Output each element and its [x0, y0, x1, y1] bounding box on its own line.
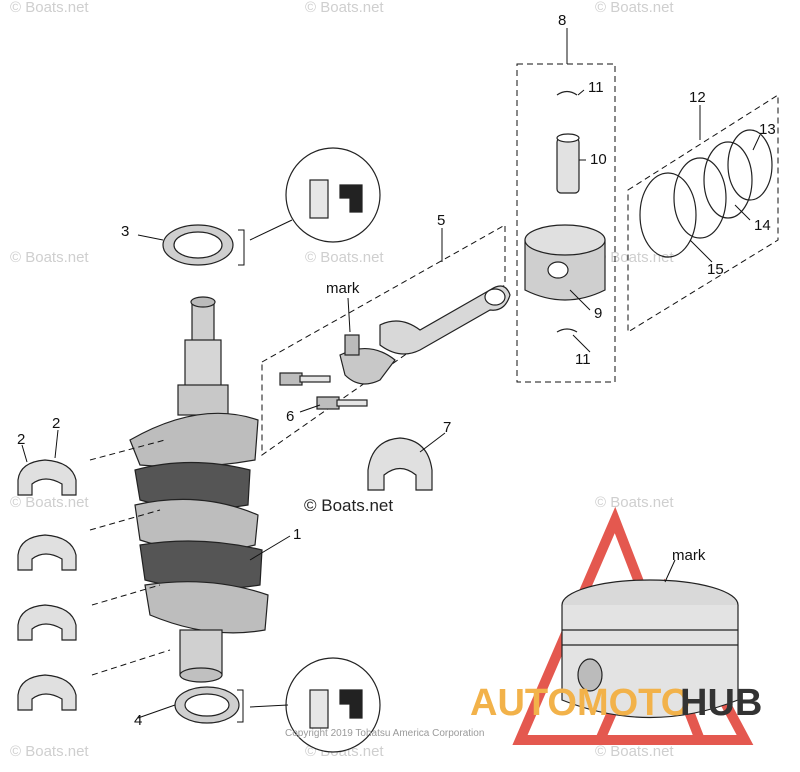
bearing-shell	[17, 674, 77, 711]
oil-seal-lower	[174, 686, 244, 724]
label-mark-rod: mark	[326, 280, 360, 297]
label-1: 1	[293, 526, 301, 543]
label-13: 13	[759, 121, 776, 138]
brand-text-2: HUB	[680, 682, 762, 724]
main-bearings	[17, 439, 171, 711]
watermark-text: © Boats.net	[595, 249, 674, 266]
rod-bearing	[367, 437, 433, 491]
piston-detail	[561, 579, 739, 719]
leader-lines	[21, 28, 761, 719]
label-7: 7	[443, 419, 451, 436]
crankshaft	[129, 296, 269, 683]
connecting-rod-assembly	[261, 224, 511, 456]
label-11: 11	[588, 79, 604, 96]
label-6: 6	[286, 408, 294, 425]
seal-detail-callout-lower	[249, 657, 381, 753]
label-4: 4	[134, 712, 142, 729]
label-8: 8	[558, 12, 566, 29]
label-12: 12	[689, 89, 706, 106]
label-14: 14	[754, 217, 771, 234]
label-3: 3	[121, 223, 129, 240]
copyright-text: Copyright 2019 Tohatsu America Corporati…	[285, 728, 484, 739]
watermark-text: © Boats.net	[10, 494, 89, 511]
piston-assembly	[516, 63, 616, 383]
piston-ring-set	[627, 94, 779, 333]
watermark-text: © Boats.net	[595, 743, 674, 760]
part-labels: 1 2 2 3 4 5 6 7 8 9 10 11 11 12 13 14 15…	[17, 12, 776, 729]
watermark-text: © Boats.net	[10, 743, 89, 760]
bearing-shell	[17, 459, 77, 496]
label-9: 9	[594, 305, 602, 322]
watermark-text: © Boats.net	[10, 0, 89, 16]
bearing-shell	[17, 534, 77, 571]
label-mark-piston: mark	[672, 547, 706, 564]
label-10: 10	[590, 151, 607, 168]
label-11: 11	[575, 351, 591, 368]
bearing-shell	[17, 604, 77, 641]
watermarks: © Boats.net © Boats.net © Boats.net © Bo…	[10, 0, 674, 760]
automotohub-brand: AUTOMOTO HUB	[470, 682, 762, 724]
watermark-text: © Boats.net	[305, 0, 384, 16]
label-2: 2	[17, 431, 25, 448]
rod-bolts	[279, 372, 368, 410]
label-15: 15	[707, 261, 724, 278]
brand-text-1: AUTOMOTO	[470, 682, 690, 724]
watermark-text: © Boats.net	[10, 249, 89, 266]
oil-seal-upper	[162, 224, 245, 266]
watermark-text: © Boats.net	[595, 0, 674, 16]
watermark-text: © Boats.net	[595, 494, 674, 511]
label-2: 2	[52, 415, 60, 432]
label-5: 5	[437, 212, 445, 229]
watermark-text: © Boats.net	[305, 249, 384, 266]
center-watermark: © Boats.net	[304, 496, 393, 515]
seal-detail-callout-upper	[249, 147, 381, 243]
